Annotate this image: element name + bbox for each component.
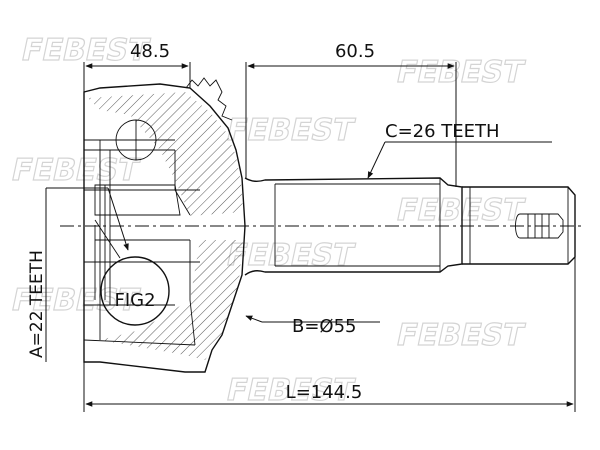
seal-diameter-text: B=Ø55 (292, 316, 357, 337)
svg-text:FEBEST: FEBEST (8, 283, 142, 318)
callout-inner-spline: A=22 TEETH (27, 187, 129, 362)
detail-circle (100, 256, 170, 326)
outer-shaft (244, 177, 576, 276)
dimension-top-right-text: 60.5 (335, 41, 375, 62)
total-length-text: L=144.5 (286, 382, 363, 403)
callout-outer-spline: C=26 TEETH (367, 121, 552, 179)
svg-text:FEBEST: FEBEST (8, 153, 142, 188)
svg-text:FEBEST: FEBEST (393, 318, 527, 353)
watermark-logo: FEBEST (18, 33, 152, 68)
outer-bell-housing (83, 77, 246, 373)
callout-seal-diameter: B=Ø55 (245, 315, 380, 337)
svg-text:FEBEST: FEBEST (393, 55, 527, 90)
svg-text:FEBEST: FEBEST (223, 113, 357, 148)
dimension-60-5: 60.5 (247, 41, 457, 187)
dimension-top-left-text: 48.5 (130, 41, 170, 62)
detail-label: FIG2 (114, 290, 155, 311)
spline-inner-text: A=22 TEETH (27, 250, 47, 358)
svg-text:FEBEST: FEBEST (223, 238, 357, 273)
spline-outer-text: C=26 TEETH (385, 121, 500, 142)
dimension-48-5: 48.5 (83, 41, 247, 178)
svg-text:FEBEST: FEBEST (393, 193, 527, 228)
dimension-total-length: L=144.5 (83, 257, 576, 412)
watermark-logos: FEBEST FEBEST FEBEST FEBEST FEBEST FEBES… (8, 33, 528, 409)
